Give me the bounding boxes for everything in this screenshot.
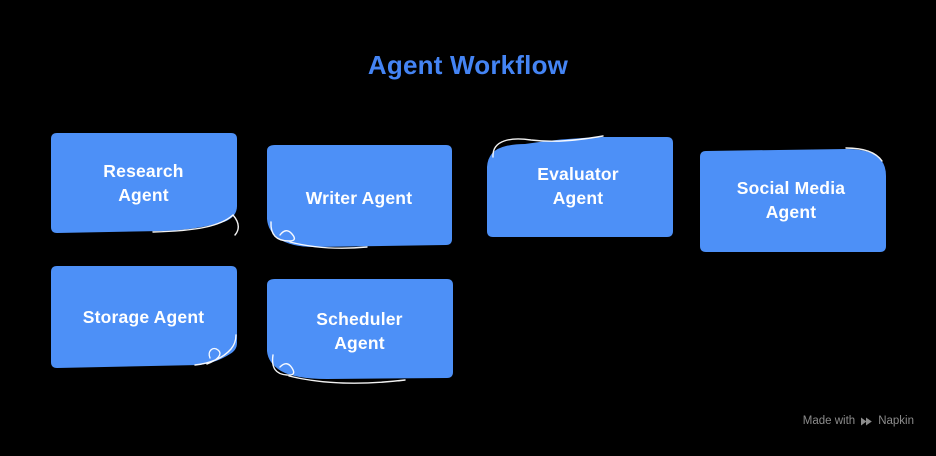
page-curl-icon xyxy=(152,213,239,236)
napkin-logo-icon xyxy=(861,417,872,425)
node-scheduler-agent: Scheduler Agent xyxy=(263,276,456,386)
watermark: Made with Napkin xyxy=(803,415,914,427)
node-social-media-agent: Social Media Agent xyxy=(696,145,886,255)
page-curl-icon xyxy=(845,147,883,162)
sticky-note-shape xyxy=(51,133,239,236)
diagram-title: Agent Workflow xyxy=(367,50,569,80)
sticky-note-shape xyxy=(267,145,452,249)
page-curl-icon xyxy=(492,135,604,158)
sticky-note-shape xyxy=(487,135,673,237)
page-curl-icon xyxy=(270,221,368,249)
watermark-brand: Napkin xyxy=(878,415,914,427)
node-label: Writer Agent xyxy=(305,187,413,208)
sticky-note-shape xyxy=(267,279,453,384)
node-label: Research Agent xyxy=(103,161,184,205)
node-label: Scheduler Agent xyxy=(316,309,403,353)
sticky-note-shape xyxy=(51,266,237,368)
node-label: Social Media Agent xyxy=(736,178,846,222)
watermark-prefix: Made with xyxy=(802,415,856,427)
node-writer-agent: Writer Agent xyxy=(263,142,455,253)
page-curl-icon xyxy=(194,334,237,366)
sticky-note-shape xyxy=(700,147,886,252)
node-research-agent: Research Agent xyxy=(47,130,240,236)
node-label: Storage Agent xyxy=(82,307,205,327)
node-storage-agent: Storage Agent xyxy=(47,263,240,371)
page-curl-icon xyxy=(271,354,406,384)
node-evaluator-agent: Evaluator Agent xyxy=(483,131,673,240)
node-label: Evaluator Agent xyxy=(537,163,619,208)
